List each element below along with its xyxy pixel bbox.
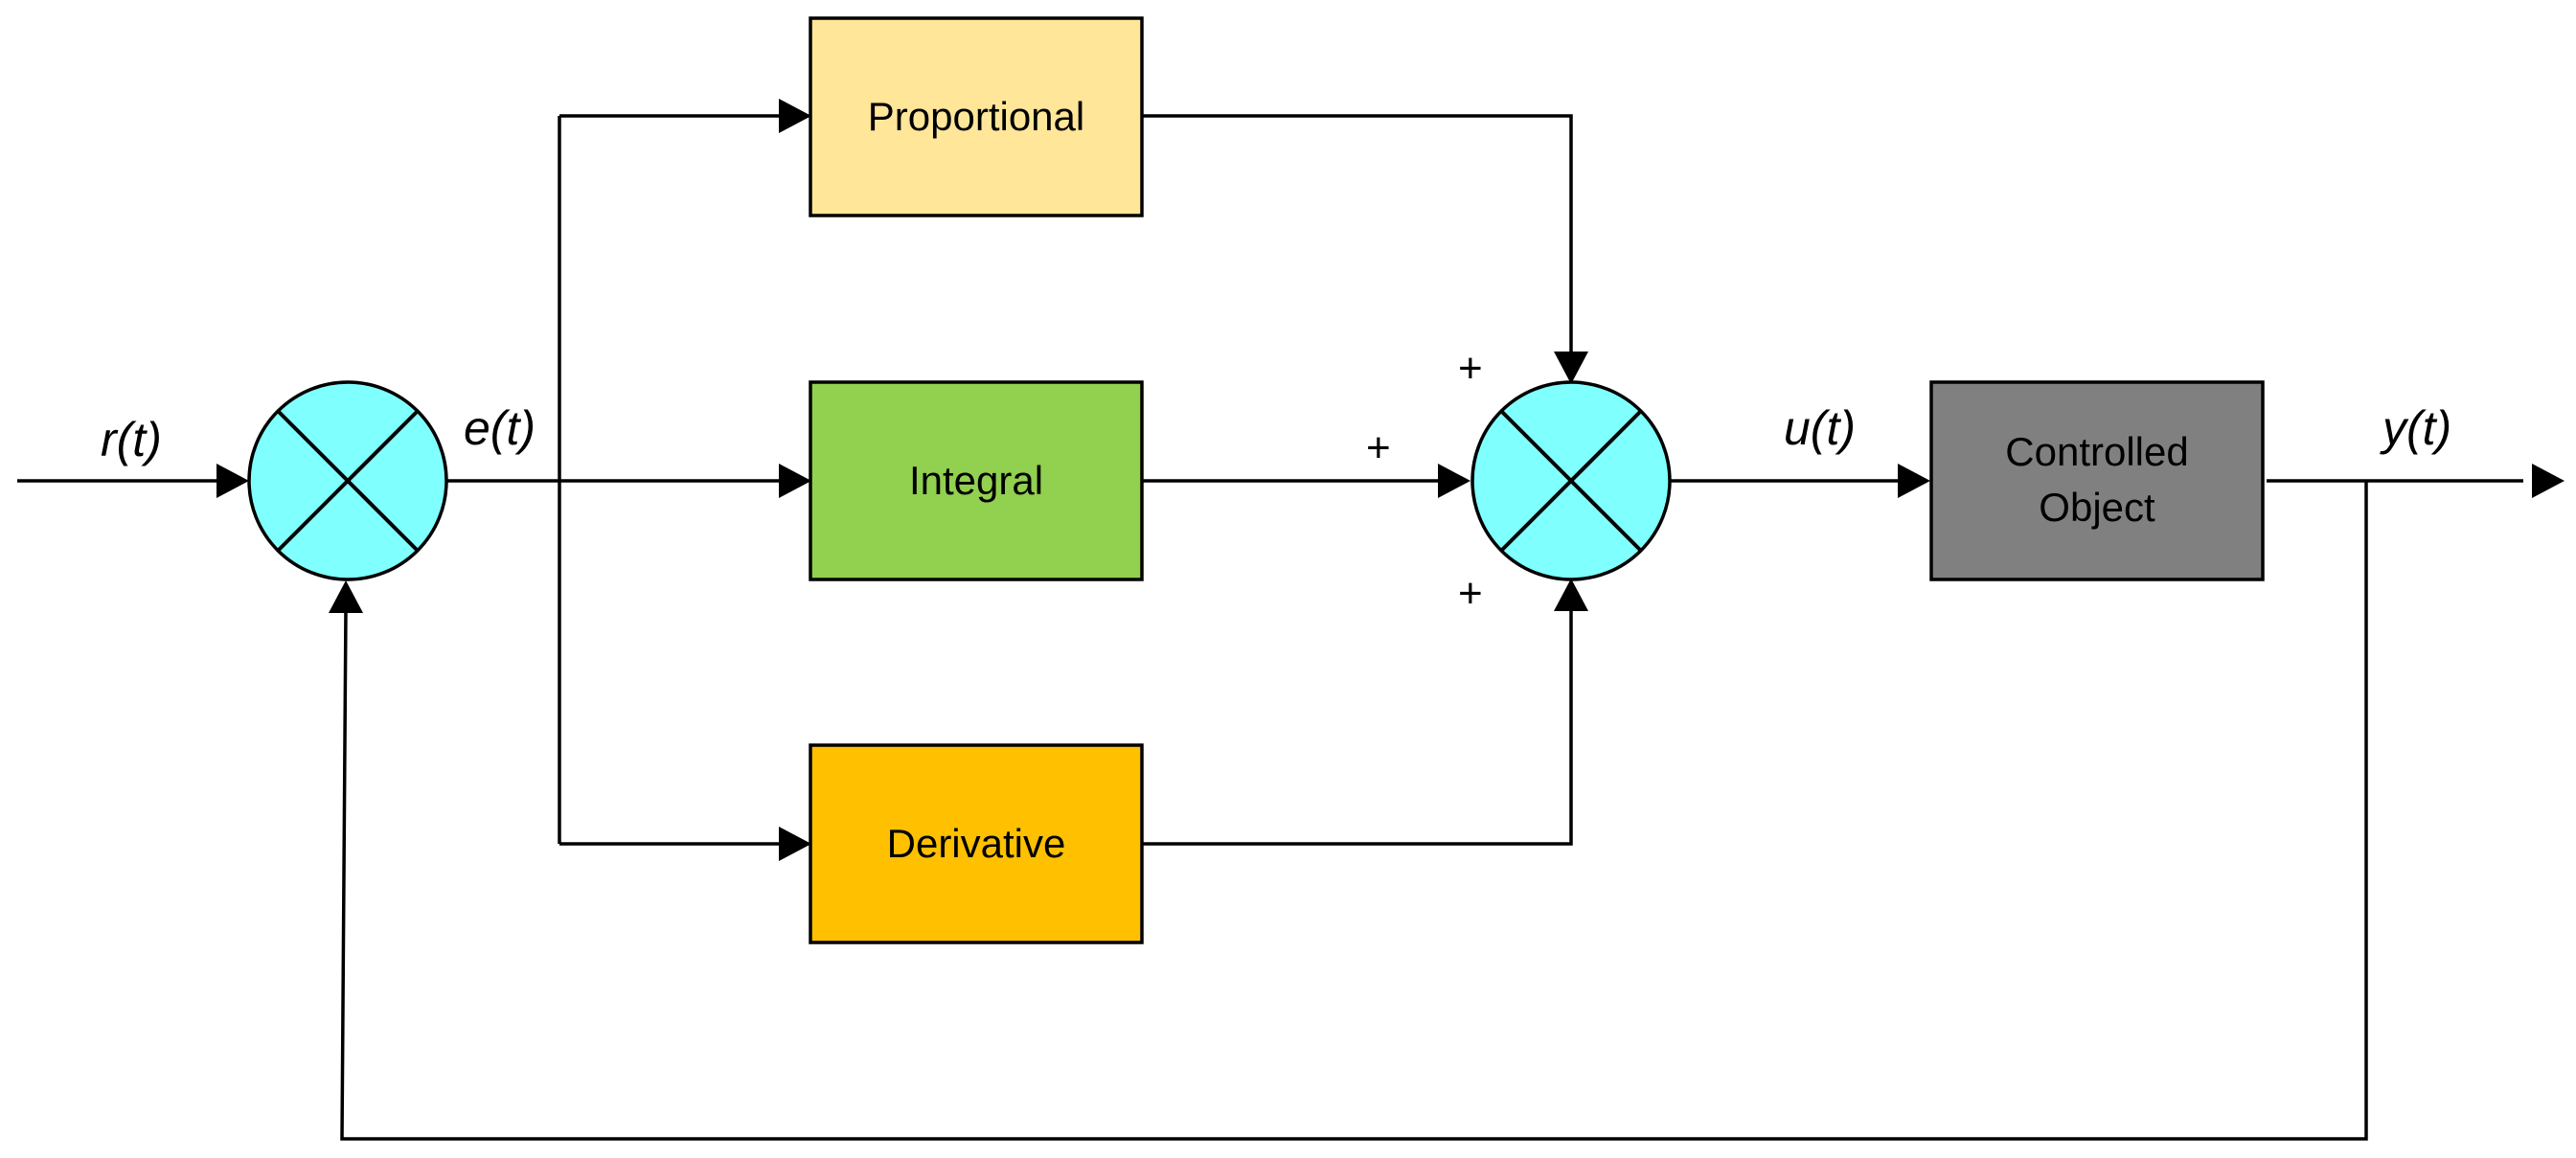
integral-block-label: Integral xyxy=(909,458,1043,503)
arrow-into-derivative xyxy=(779,827,811,861)
summing-junction-control-cross-b xyxy=(1499,409,1643,553)
output-signal-label: y(t) xyxy=(2380,401,2451,455)
summing-junction-control xyxy=(1470,380,1672,581)
proportional-block: Proportional xyxy=(809,16,1144,217)
sign-top-plus: + xyxy=(1458,345,1483,392)
arrow-into-proportional xyxy=(779,99,811,133)
error-signal-label: e(t) xyxy=(464,401,536,455)
wire-derivative-out xyxy=(1142,607,1573,846)
arrow-into-sum1-left xyxy=(217,464,249,498)
proportional-block-box xyxy=(809,16,1144,217)
wire-proportional-out xyxy=(1142,114,1573,354)
control-signal-label: u(t) xyxy=(1784,401,1856,455)
controlled-object-block-box xyxy=(1929,380,2265,581)
summing-junction-error xyxy=(247,380,448,581)
integral-block-box xyxy=(809,380,1144,581)
arrow-into-sum2-bottom xyxy=(1554,579,1588,611)
derivative-block-box xyxy=(809,743,1144,944)
arrow-into-sum2-top xyxy=(1554,352,1588,384)
derivative-block-label: Derivative xyxy=(887,821,1066,866)
arrow-into-integral xyxy=(779,464,811,498)
arrowheads xyxy=(217,99,2565,861)
sign-left-plus: + xyxy=(1366,424,1391,471)
arrow-into-sum2-left xyxy=(1438,464,1470,498)
controlled-object-label-line2: Object xyxy=(2039,485,2155,530)
arrow-into-sum1-bottom xyxy=(329,580,363,613)
summing-junction-error-cross-b xyxy=(276,409,420,553)
wire-feedback xyxy=(340,481,2368,1141)
controlled-object-block: Controlled Object xyxy=(1929,380,2265,581)
sign-bottom-plus: + xyxy=(1458,570,1483,617)
arrow-output xyxy=(2532,464,2565,498)
reference-signal-label: r(t) xyxy=(101,413,162,466)
controlled-object-label-line1: Controlled xyxy=(2005,429,2188,474)
proportional-block-label: Proportional xyxy=(868,94,1084,139)
integral-block: Integral xyxy=(809,380,1144,581)
signal-wires xyxy=(17,114,2523,1141)
derivative-block: Derivative xyxy=(809,743,1144,944)
arrow-into-controlled-object xyxy=(1898,464,1930,498)
